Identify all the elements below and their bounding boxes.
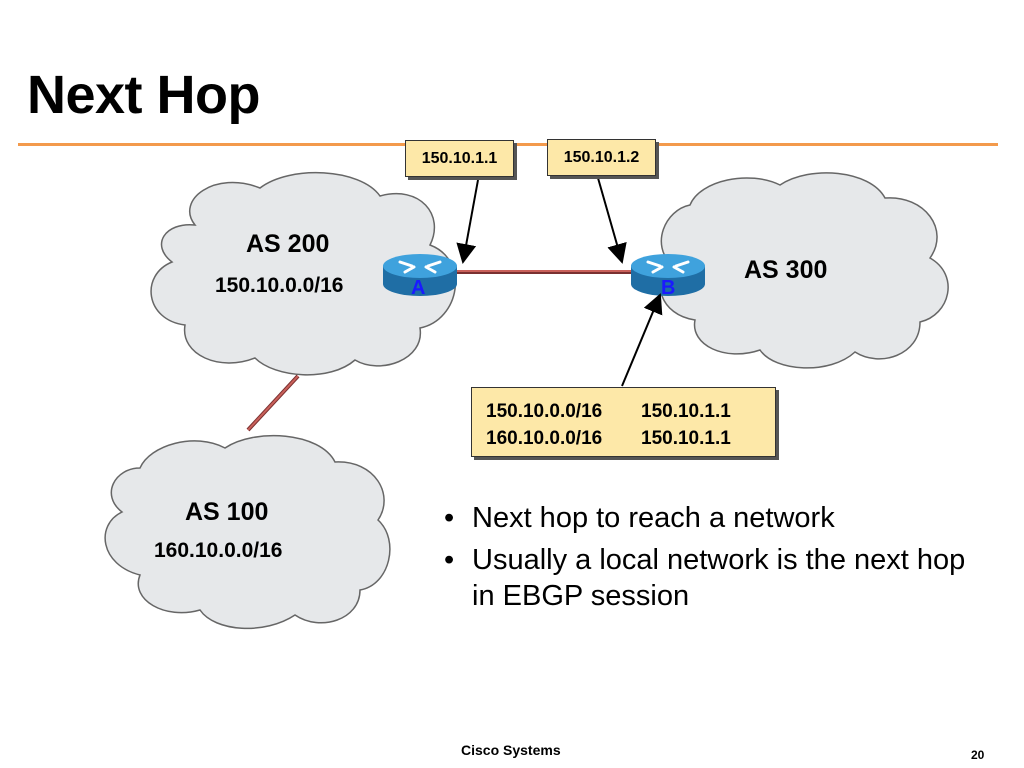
arrow-ip-b <box>597 177 627 264</box>
route-next-hop: 150.10.1.1 <box>641 428 731 449</box>
slide-title: Next Hop <box>27 65 261 125</box>
router-b-label: B <box>661 277 676 299</box>
route-next-hop: 150.10.1.1 <box>641 401 731 422</box>
as200-network: 150.10.0.0/16 <box>215 274 344 297</box>
page-number: 20 <box>971 748 985 762</box>
ip-box-router-a: 150.10.1.1 <box>405 140 514 177</box>
as100-name: AS 100 <box>185 498 269 526</box>
cloud-as100 <box>104 434 391 630</box>
bullet-item: Next hop to reach a network <box>440 500 980 536</box>
router-a-label: A <box>411 277 426 299</box>
route-network: 160.10.0.0/16 <box>486 428 603 449</box>
route-table: 150.10.0.0/16 150.10.1.1 160.10.0.0/16 1… <box>471 387 776 457</box>
arrow-ip-a <box>456 179 479 264</box>
route-row: 160.10.0.0/16 150.10.1.1 <box>486 425 775 452</box>
cloud-as200 <box>150 171 457 376</box>
ip-box-router-b: 150.10.1.2 <box>547 139 656 176</box>
bullet-list: Next hop to reach a network Usually a lo… <box>440 500 980 620</box>
route-row: 150.10.0.0/16 150.10.1.1 <box>486 398 775 425</box>
as200-name: AS 200 <box>246 230 330 258</box>
as300-name: AS 300 <box>744 256 828 284</box>
bullet-item: Usually a local network is the next hop … <box>440 542 980 614</box>
ip-router-b: 150.10.1.2 <box>563 148 640 166</box>
router-b-icon <box>631 254 705 296</box>
footer-company: Cisco Systems <box>461 742 561 758</box>
ip-router-a: 150.10.1.1 <box>421 149 498 167</box>
route-network: 150.10.0.0/16 <box>486 401 603 422</box>
arrow-table-b <box>621 293 663 387</box>
cloud-as300 <box>659 172 949 369</box>
router-a-icon <box>383 254 457 296</box>
as100-network: 160.10.0.0/16 <box>154 539 283 562</box>
